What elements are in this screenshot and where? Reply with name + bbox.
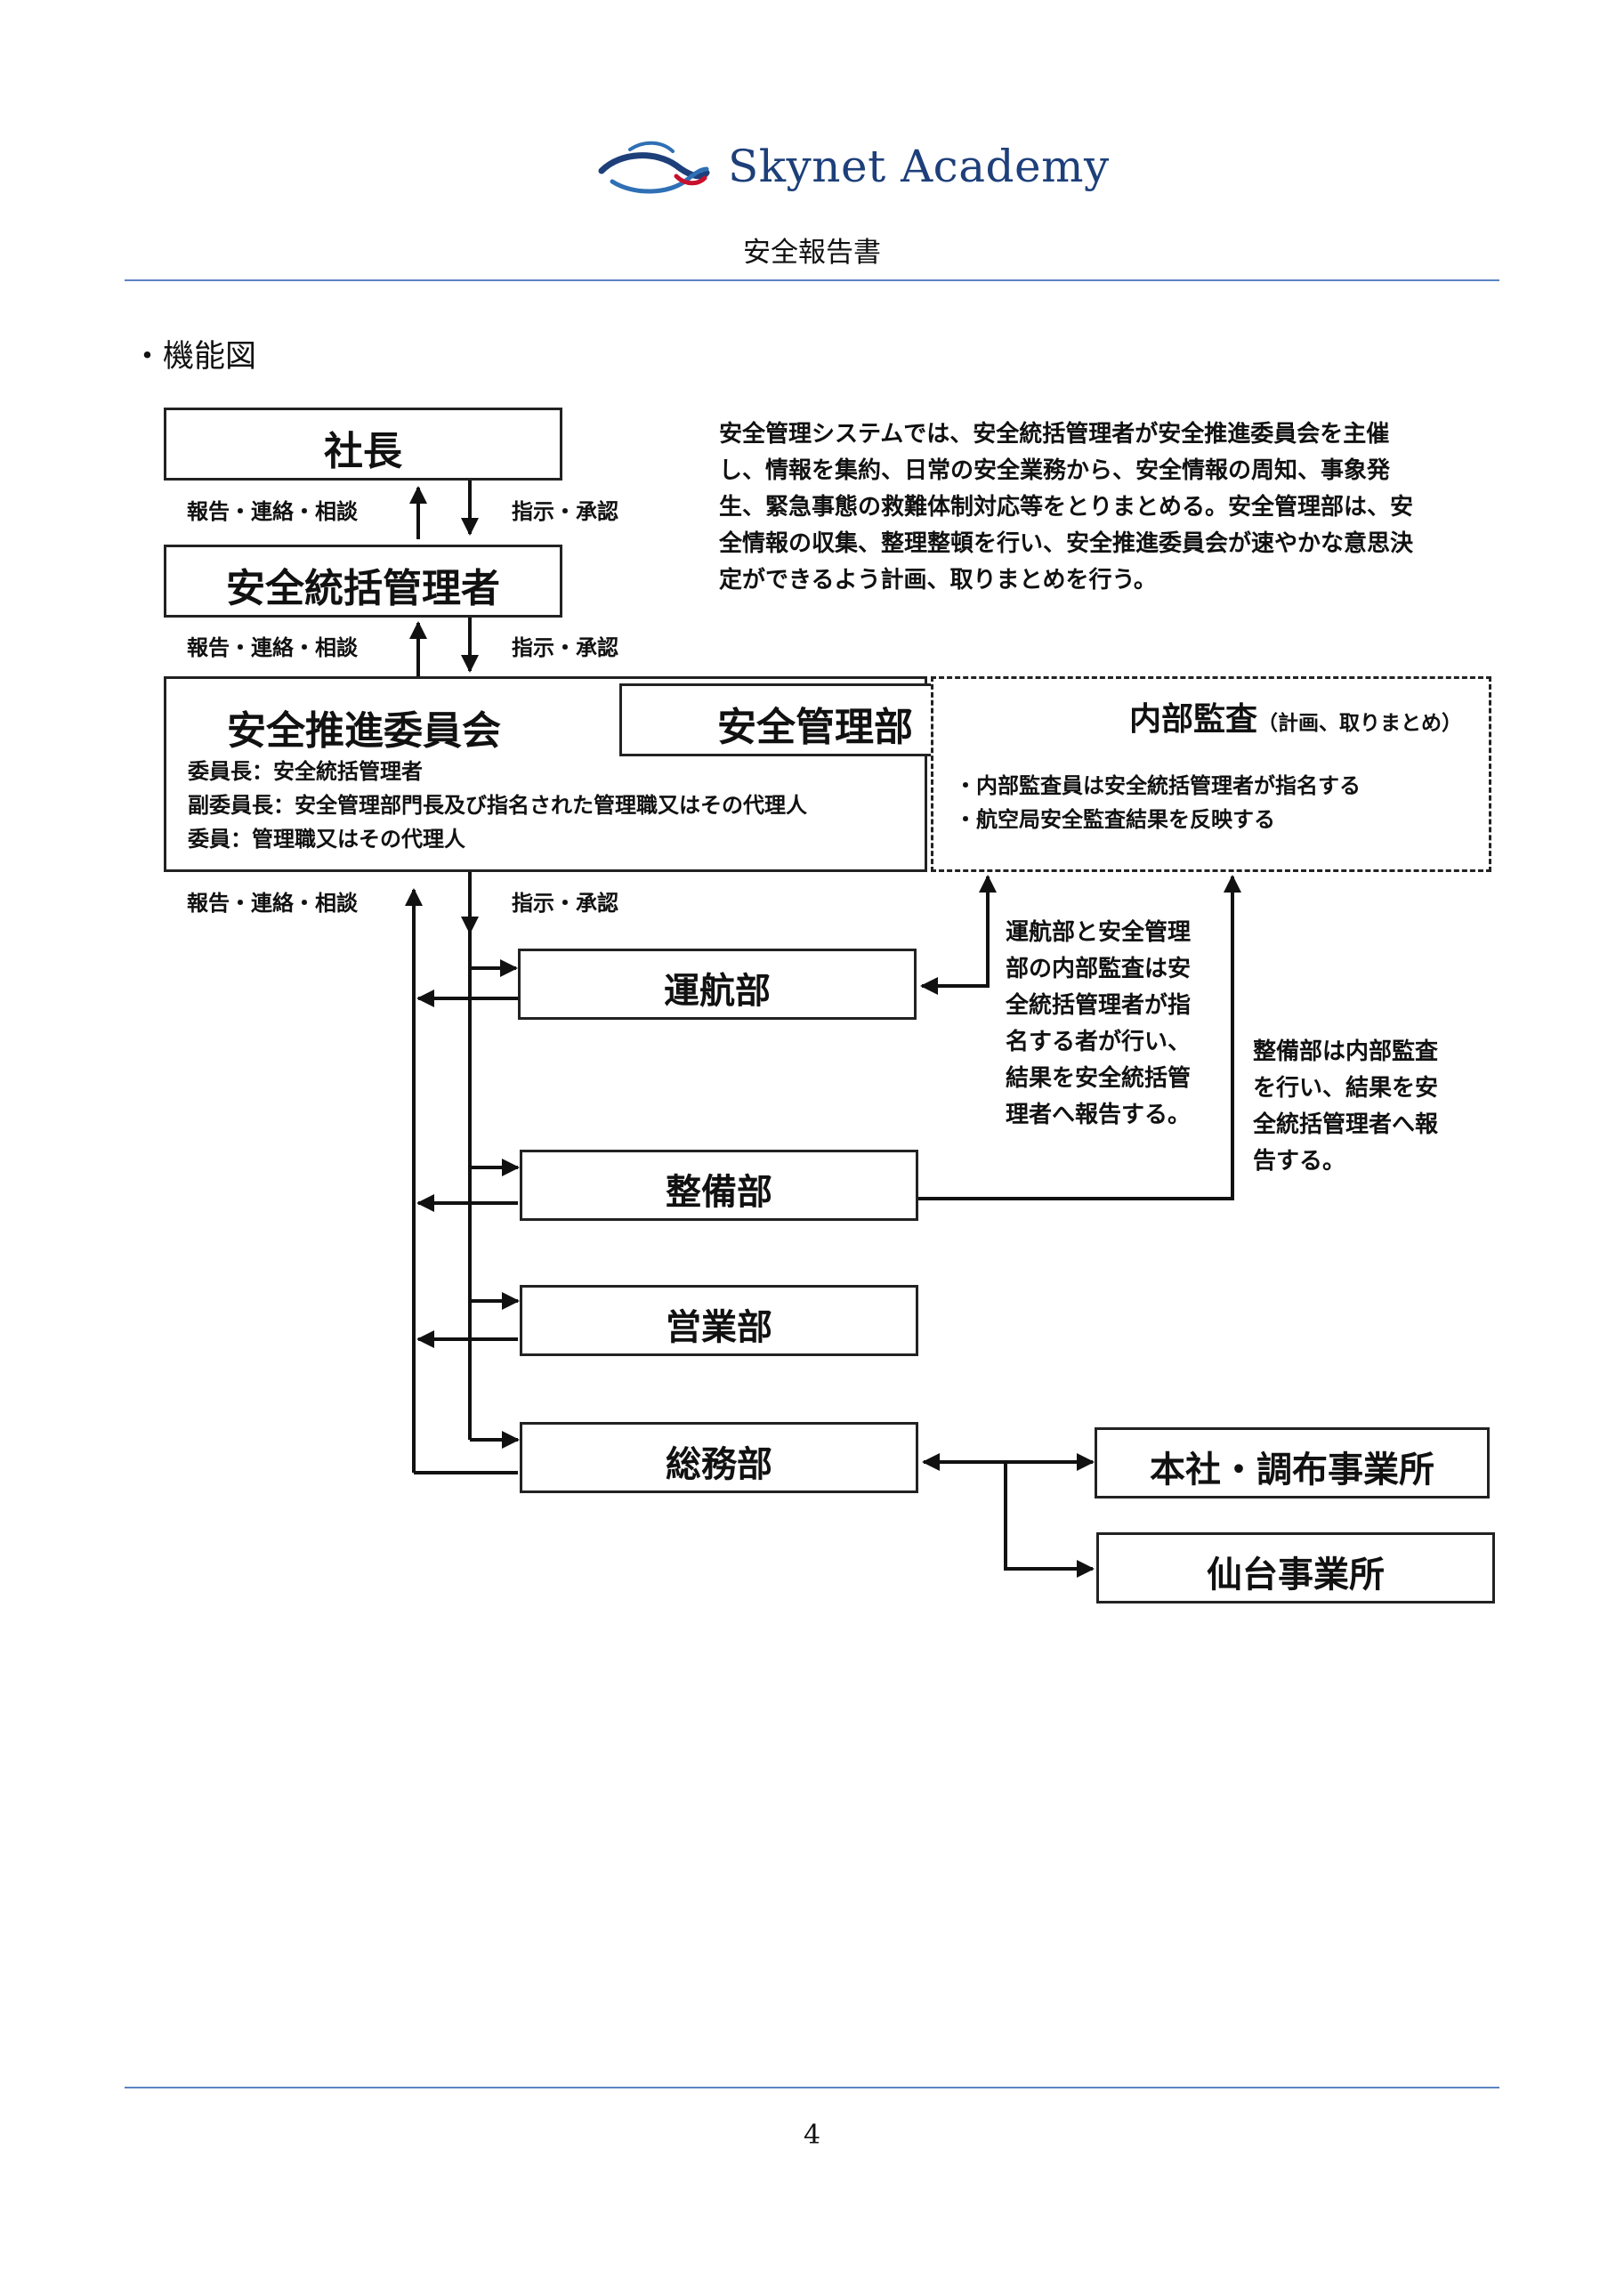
page-number: 4 bbox=[803, 2120, 821, 2151]
office-label: 仙台事業所 bbox=[1207, 1555, 1385, 1595]
safety-manager-label: 安全統括管理者 bbox=[226, 566, 500, 611]
dept-label: 運航部 bbox=[664, 971, 771, 1012]
note-line: 結果を安全統括管 bbox=[1006, 1065, 1192, 1092]
office-box-honsha: 本社・調布事業所 bbox=[1095, 1427, 1490, 1498]
report-label: 報告・連絡・相談 bbox=[187, 499, 358, 524]
audit-line: ・航空局安全監査結果を反映する bbox=[955, 807, 1275, 832]
dept-box-general-affairs: 総務部 bbox=[520, 1422, 918, 1493]
description-line: 安全管理システムでは、安全統括管理者が安全推進委員会を主催 bbox=[719, 421, 1390, 448]
section-title: ・機能図 bbox=[132, 339, 257, 375]
note-line: 告する。 bbox=[1253, 1148, 1346, 1175]
note-line: 全統括管理者へ報 bbox=[1253, 1111, 1439, 1138]
instruct-label: 指示・承認 bbox=[512, 499, 618, 524]
header-divider bbox=[125, 279, 1499, 281]
audit-title-note: （計画、取りまとめ） bbox=[1257, 712, 1463, 735]
note-line: 整備部は内部監査 bbox=[1253, 1038, 1439, 1065]
brand-name: Skynet Academy bbox=[728, 141, 1110, 192]
description-line: 全情報の収集、整理整頓を行い、安全推進委員会が速やかな意思決 bbox=[719, 530, 1414, 557]
president-box: 社長 bbox=[164, 408, 562, 481]
audit-line: ・内部監査員は安全統括管理者が指名する bbox=[955, 773, 1361, 798]
skynet-logo-icon bbox=[598, 141, 710, 194]
brand-header: Skynet Academy bbox=[594, 133, 1109, 205]
audit-heading: 内部監査（計画、取りまとめ） bbox=[1129, 693, 1462, 739]
instruct-label: 指示・承認 bbox=[512, 891, 618, 916]
president-label: 社長 bbox=[324, 429, 402, 474]
document-subtitle: 安全報告書 bbox=[743, 237, 881, 269]
note-line: を行い、結果を安 bbox=[1253, 1075, 1439, 1102]
dept-label: 総務部 bbox=[666, 1444, 772, 1485]
report-label: 報告・連絡・相談 bbox=[187, 635, 358, 660]
safety-manager-box: 安全統括管理者 bbox=[164, 545, 562, 618]
committee-line: 委員：管理職又はその代理人 bbox=[188, 827, 465, 852]
description-line: 定ができるよう計画、取りまとめを行う。 bbox=[719, 567, 1157, 594]
office-box-sendai: 仙台事業所 bbox=[1096, 1532, 1495, 1603]
note-line: 部の内部監査は安 bbox=[1006, 956, 1192, 982]
dept-box-maintenance: 整備部 bbox=[520, 1150, 918, 1221]
committee-line: 委員長：安全統括管理者 bbox=[188, 759, 423, 784]
safety-dept-label: 安全管理部 bbox=[717, 705, 913, 750]
note-line: 名する者が行い、 bbox=[1006, 1029, 1192, 1055]
system-description: 安全管理システムでは、安全統括管理者が安全推進委員会を主催 し、情報を集約、日常… bbox=[719, 416, 1413, 599]
note-line: 理者へ報告する。 bbox=[1006, 1102, 1192, 1128]
footer-divider bbox=[125, 2087, 1499, 2088]
office-label: 本社・調布事業所 bbox=[1150, 1450, 1434, 1490]
dept-box-sales: 営業部 bbox=[520, 1285, 918, 1356]
note-line: 運航部と安全管理 bbox=[1006, 919, 1192, 946]
dept-box-ops: 運航部 bbox=[518, 949, 917, 1020]
committee-title: 安全推進委員会 bbox=[227, 708, 501, 754]
committee-line: 副委員長：安全管理部門長及び指名された管理職又はその代理人 bbox=[188, 793, 807, 818]
instruct-label: 指示・承認 bbox=[512, 635, 618, 660]
description-line: し、情報を集約、日常の安全業務から、安全情報の周知、事象発 bbox=[719, 457, 1391, 484]
note-line: 全統括管理者が指 bbox=[1006, 992, 1192, 1019]
dept-label: 営業部 bbox=[666, 1307, 772, 1348]
report-label: 報告・連絡・相談 bbox=[187, 891, 358, 916]
audit-box: 内部監査（計画、取りまとめ） ・内部監査員は安全統括管理者が指名する ・航空局安… bbox=[931, 676, 1491, 872]
ops-audit-note: 運航部と安全管理 部の内部監査は安 全統括管理者が指 名する者が行い、 結果を安… bbox=[1006, 915, 1191, 1134]
description-line: 生、緊急事態の救難体制対応等をとりまとめる。安全管理部は、安 bbox=[719, 494, 1414, 521]
audit-title: 内部監査 bbox=[1129, 701, 1258, 738]
dept-label: 整備部 bbox=[666, 1172, 772, 1213]
maintenance-audit-note: 整備部は内部監査 を行い、結果を安 全統括管理者へ報 告する。 bbox=[1253, 1034, 1438, 1180]
